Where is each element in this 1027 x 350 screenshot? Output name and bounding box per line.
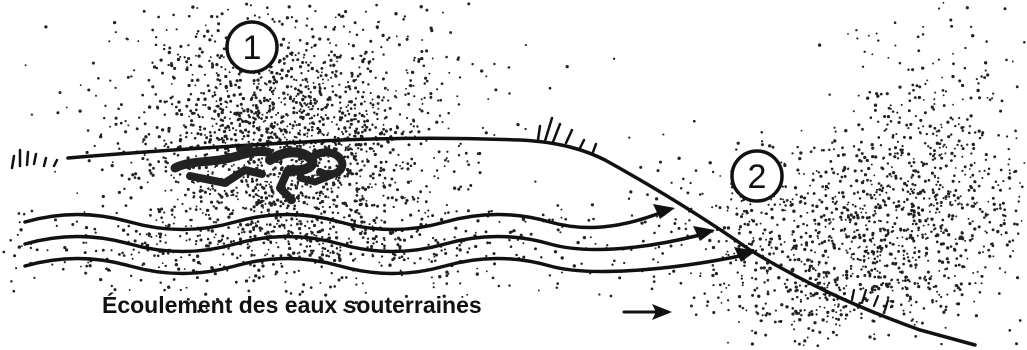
marker-1: 1 bbox=[227, 22, 277, 72]
grass-tuft-left bbox=[12, 150, 57, 168]
marker-2: 2 bbox=[732, 151, 782, 201]
flow-caption: Écoulement des eaux souterraines bbox=[102, 291, 672, 320]
marker-1-label: 1 bbox=[243, 29, 262, 67]
marker-2-label: 2 bbox=[748, 158, 767, 196]
flow-caption-text: Écoulement des eaux souterraines bbox=[102, 291, 482, 318]
